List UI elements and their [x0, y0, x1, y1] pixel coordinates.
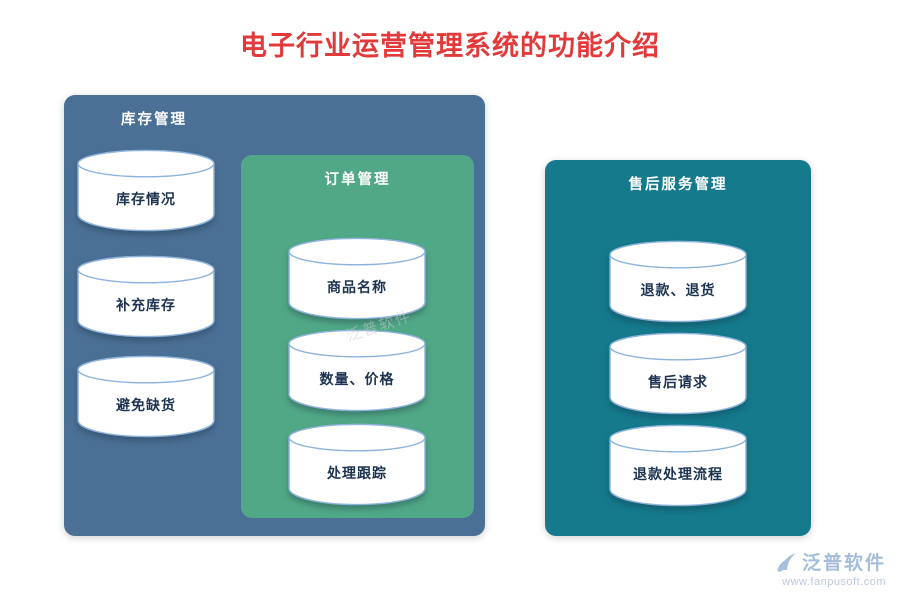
panel-inventory: 库存管理 库存情况 补充库存 避免缺货 订单管理	[64, 95, 485, 536]
cylinder-shape-icon	[77, 255, 215, 338]
cylinder-inventory-status: 库存情况	[75, 147, 217, 237]
cylinder-process-tracking: 处理跟踪	[286, 421, 428, 511]
cylinder-label: 退款处理流程	[633, 466, 723, 482]
panel-inventory-label: 库存管理	[121, 112, 187, 128]
footer-brand-block: 泛普软件 www.fanpusoft.com	[774, 548, 886, 588]
cylinder-shape-icon	[288, 423, 426, 506]
cylinder-avoid-shortage: 避免缺货	[75, 353, 217, 443]
cylinder-service-request: 售后请求	[607, 330, 749, 420]
cylinder-label: 退款、退货	[640, 282, 716, 298]
cylinder-shape-icon	[609, 240, 747, 323]
cylinder-shape-icon	[609, 332, 747, 415]
panel-orders-label: 订单管理	[324, 172, 391, 188]
cylinder-label: 避免缺货	[116, 397, 176, 413]
cylinder-shape-icon	[288, 329, 426, 412]
page-title: 电子行业运营管理系统的功能介绍	[240, 31, 660, 61]
cylinder-label: 售后请求	[648, 374, 708, 390]
cylinder-label: 商品名称	[327, 279, 387, 295]
cylinder-replenish-stock: 补充库存	[75, 253, 217, 343]
cylinder-product-name: 商品名称	[286, 235, 428, 325]
cylinder-refund-process: 退款处理流程	[607, 422, 749, 512]
cylinder-label: 数量、价格	[319, 371, 395, 387]
cylinder-refund-return: 退款、退货	[607, 238, 749, 328]
panel-orders: 订单管理 商品名称 数量、价格 处理	[241, 155, 474, 518]
cylinder-shape-icon	[288, 237, 426, 320]
footer-brand-text: 泛普软件	[801, 553, 886, 574]
panel-after-sales-label: 售后服务管理	[628, 177, 728, 193]
cylinder-shape-icon	[77, 355, 215, 438]
cylinder-quantity-price: 数量、价格	[286, 327, 428, 417]
cylinder-label: 补充库存	[116, 297, 176, 313]
cylinder-label: 处理跟踪	[327, 465, 387, 481]
footer-url: www.fanpusoft.com	[782, 576, 886, 588]
panel-after-sales: 售后服务管理 退款、退货 售后请求 退款处理流程	[545, 160, 811, 536]
cylinder-shape-icon	[77, 149, 215, 232]
fanpu-logo-icon	[774, 550, 798, 574]
cylinder-label: 库存情况	[116, 191, 176, 207]
cylinder-shape-icon	[609, 424, 747, 507]
